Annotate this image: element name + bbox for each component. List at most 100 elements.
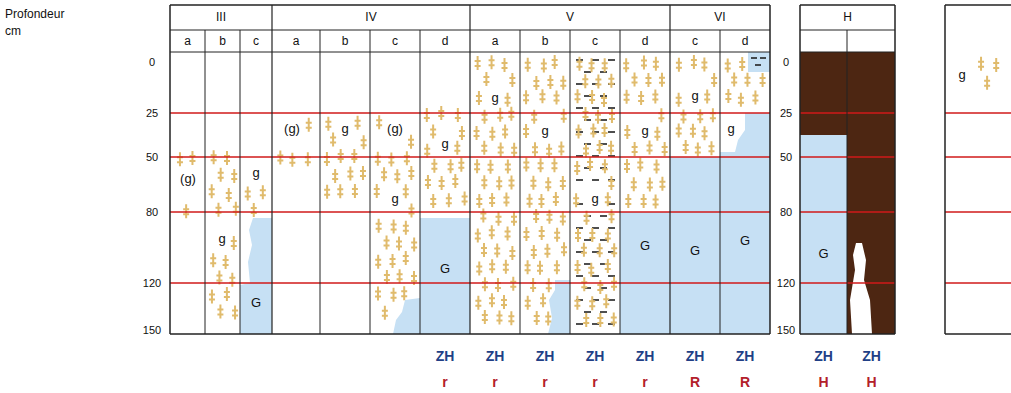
mottle-symbol	[481, 243, 487, 257]
mottle-symbol	[554, 228, 560, 242]
hydromorphy-code: r	[542, 375, 547, 389]
horizon-code: g	[727, 122, 734, 135]
mottle-symbol	[226, 188, 232, 202]
horizon-code: g	[391, 192, 398, 205]
grid-line	[271, 5, 272, 334]
grid-line	[944, 5, 946, 334]
mottle-symbol	[260, 185, 266, 199]
mottle-symbol	[501, 295, 507, 309]
horizon-code: g	[958, 68, 965, 81]
mottle-symbol	[595, 110, 601, 124]
depth-line	[945, 282, 1011, 283]
mottle-symbol	[374, 184, 380, 198]
wetland-code: ZH	[486, 349, 505, 363]
mottle-symbol	[376, 219, 382, 233]
mottle-symbol	[611, 243, 617, 257]
mottle-symbol	[430, 194, 436, 208]
mottle-symbol	[388, 153, 394, 167]
mottle-symbol	[305, 152, 311, 166]
hydromorphy-code: r	[642, 375, 647, 389]
mottle-symbol	[189, 151, 195, 165]
depth-tick: 0	[783, 57, 789, 68]
mottle-symbol	[582, 74, 588, 88]
mottle-symbol	[508, 176, 514, 190]
mottle-symbol	[224, 287, 230, 301]
mottle-symbol	[408, 135, 414, 149]
mottle-symbol	[539, 226, 545, 240]
mottle-symbol	[431, 159, 437, 173]
grid-line	[945, 4, 1011, 6]
mottle-symbol	[408, 203, 414, 217]
mottle-symbol	[462, 191, 468, 205]
mottle-symbol	[446, 193, 452, 207]
mottle-symbol	[561, 109, 567, 123]
mottle-symbols	[177, 55, 999, 327]
mottle-symbol	[584, 211, 590, 225]
class-heading: III	[216, 11, 226, 23]
mottle-symbol	[637, 157, 643, 171]
mottle-symbol	[546, 144, 552, 158]
horizon-code: (g)	[284, 122, 300, 135]
grid-line	[945, 333, 1011, 335]
mottle-symbol	[540, 293, 546, 307]
mottle-symbol	[605, 192, 611, 206]
grid-line	[240, 30, 241, 334]
mottle-symbol	[589, 296, 595, 310]
depth-tick: 80	[146, 207, 158, 218]
depth-tick: 50	[780, 152, 792, 163]
mottle-symbol	[605, 229, 611, 243]
gley-horizon	[620, 212, 670, 334]
mottle-symbol	[539, 89, 545, 103]
mottle-symbol	[355, 116, 361, 130]
mottle-symbol	[403, 184, 409, 198]
mottle-symbol	[324, 152, 330, 166]
reduction-dash	[576, 107, 583, 109]
reduction-dash	[608, 227, 615, 229]
mottle-symbol	[589, 90, 595, 104]
mottle-symbol	[560, 211, 566, 225]
subclass-heading: c	[592, 35, 598, 47]
mottle-symbol	[217, 305, 223, 319]
mottle-symbol	[439, 176, 445, 190]
mineral-notch	[850, 243, 872, 334]
reduction-dash	[608, 131, 615, 133]
mottle-symbol	[482, 277, 488, 291]
reduction-dash	[592, 107, 599, 109]
mottle-symbol	[647, 177, 653, 191]
mottle-symbol	[424, 144, 430, 158]
mottle-symbol	[597, 140, 603, 154]
mottle-symbol	[611, 277, 617, 291]
mottle-symbol	[482, 110, 488, 124]
mottle-symbol	[631, 177, 637, 191]
mottle-symbol	[360, 166, 366, 180]
mottle-symbol	[391, 288, 397, 302]
grid-line	[847, 30, 848, 334]
horizon-code: g	[491, 91, 498, 104]
depth-tick: 0	[149, 57, 155, 68]
mottle-symbol	[530, 278, 536, 292]
mottle-symbol	[576, 57, 582, 71]
mottle-symbol	[702, 126, 708, 140]
subclass-heading: b	[542, 35, 549, 47]
mottle-symbol	[476, 91, 482, 105]
mottle-symbol	[624, 125, 630, 139]
depth-line	[945, 156, 1011, 157]
hydromorphy-code: R	[690, 375, 700, 389]
gley-horizon	[393, 298, 420, 334]
hydromorphy-code: r	[492, 375, 497, 389]
reduction-dash	[600, 311, 607, 313]
mottle-symbol	[659, 177, 665, 191]
depth-tick: 150	[777, 325, 795, 336]
mottle-symbol	[232, 306, 238, 320]
reduction-dash	[608, 203, 615, 205]
wetland-code: ZH	[586, 349, 605, 363]
horizon-code: G	[818, 247, 828, 260]
reduction-dash	[600, 119, 607, 121]
reduction-dash	[584, 71, 591, 73]
grid-line	[420, 30, 421, 334]
wetland-code: ZH	[736, 349, 755, 363]
mottle-symbol	[537, 261, 543, 275]
grid-line	[370, 30, 371, 334]
grid-line	[320, 30, 321, 334]
